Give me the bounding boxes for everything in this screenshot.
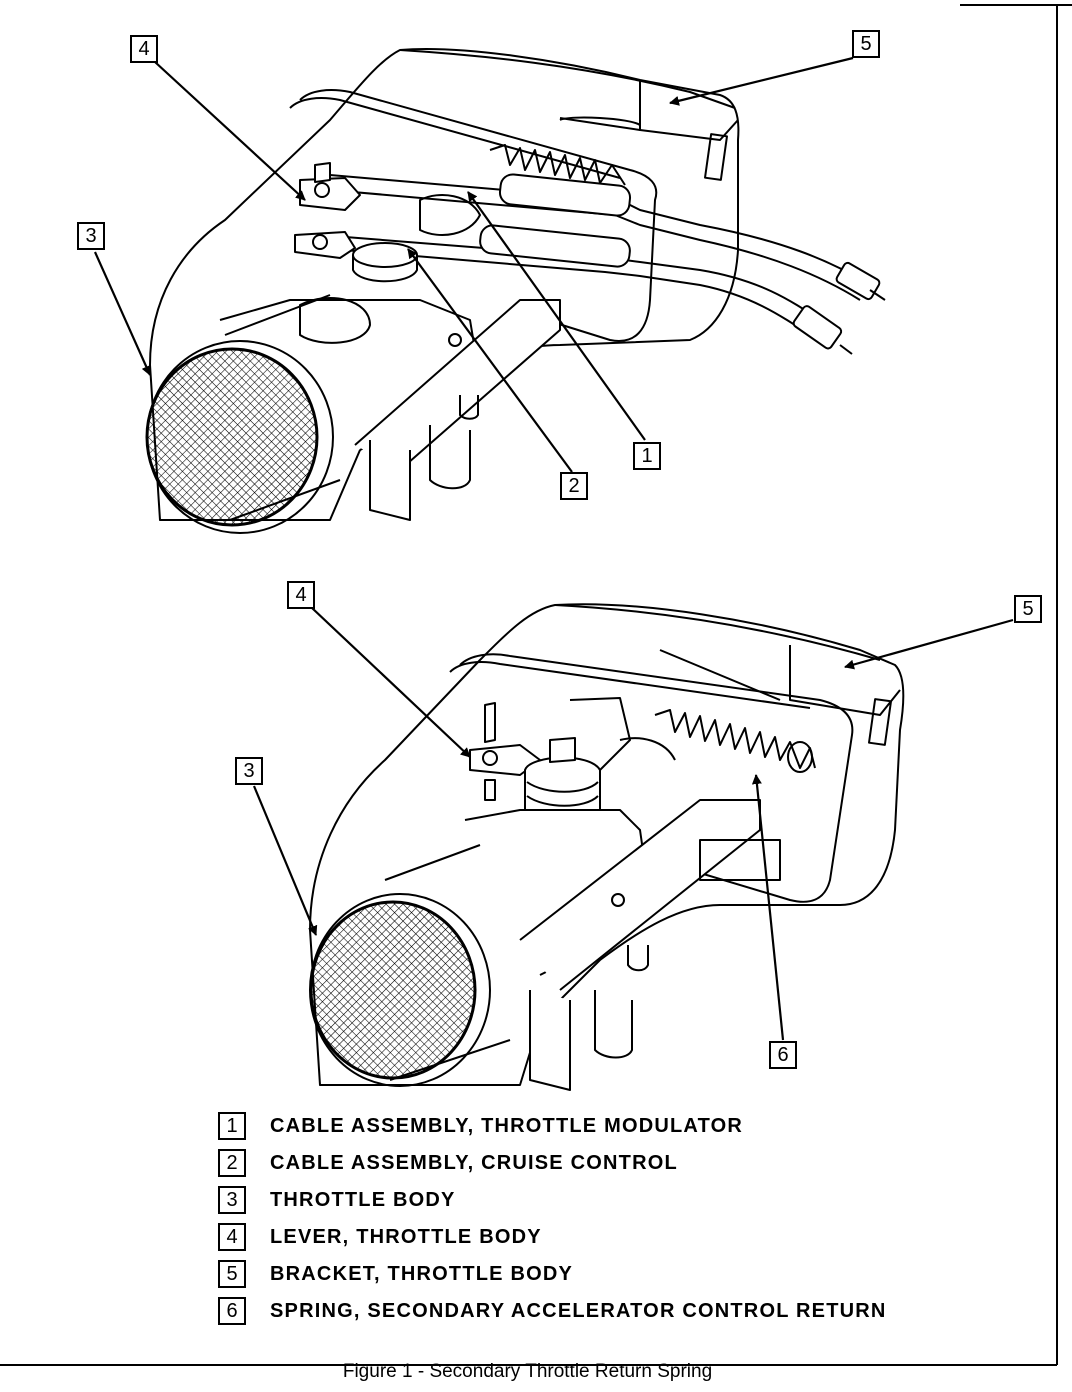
callout-top-modulator-cable: 1 <box>633 442 661 470</box>
legend-label: CABLE ASSEMBLY, CRUISE CONTROL <box>270 1152 678 1174</box>
bottom-leader-lines <box>252 607 1014 1041</box>
figure-caption: Figure 1 - Secondary Throttle Return Spr… <box>342 1361 713 1382</box>
legend-number: 5 <box>218 1260 246 1288</box>
legend-number: 6 <box>218 1297 246 1325</box>
legend-number: 3 <box>218 1186 246 1214</box>
bottom-spring <box>654 709 816 773</box>
callout-top-bracket: 5 <box>852 30 880 58</box>
callout-top-lever: 4 <box>130 35 158 63</box>
callout-bottom-lever: 4 <box>287 581 315 609</box>
top-leader-lines <box>93 56 854 473</box>
top-inlet-mesh <box>145 347 319 527</box>
callout-top-cruise-cable: 2 <box>560 472 588 500</box>
legend-number: 4 <box>218 1223 246 1251</box>
legend-label: LEVER, THROTTLE BODY <box>270 1226 542 1248</box>
callout-bottom-throttle-body: 3 <box>235 757 263 785</box>
callout-bottom-spring: 6 <box>769 1041 797 1069</box>
top-illustration <box>145 48 886 534</box>
legend-label: SPRING, SECONDARY ACCELERATOR CONTROL RE… <box>270 1300 887 1322</box>
legend-number: 1 <box>218 1112 246 1140</box>
legend-label: THROTTLE BODY <box>270 1189 456 1211</box>
legend-label: BRACKET, THROTTLE BODY <box>270 1263 574 1285</box>
bottom-illustration <box>309 603 905 1091</box>
top-spring <box>489 144 626 186</box>
legend-label: CABLE ASSEMBLY, THROTTLE MODULATOR <box>270 1115 744 1137</box>
legend-number: 2 <box>218 1149 246 1177</box>
callout-bottom-bracket: 5 <box>1014 595 1042 623</box>
bottom-inlet-mesh <box>309 900 477 1080</box>
callout-top-throttle-body: 3 <box>77 222 105 250</box>
